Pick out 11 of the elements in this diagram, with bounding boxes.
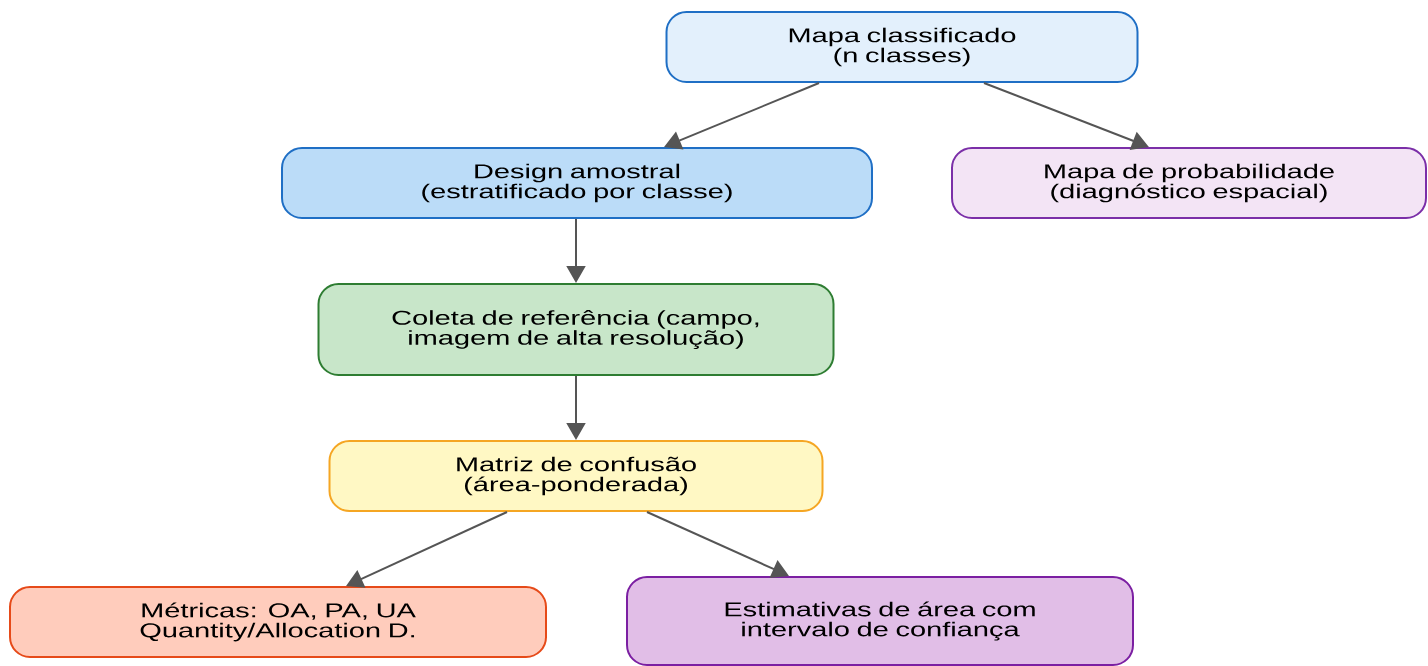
arrow (346, 511, 508, 588)
process-box: Métricas: OA, PA, UA Quantity/Allocation D. (9, 586, 547, 658)
process-box: Coleta de referência (campo, imagem de alta resolução) (317, 283, 835, 376)
process-box: Design amostral (estratificado por classe) (281, 147, 873, 219)
arrow (646, 511, 789, 578)
arrow (664, 82, 820, 150)
arrow (983, 82, 1149, 150)
process-box: Mapa classificado (n classes) (665, 11, 1139, 83)
process-box: Mapa de probabilidade (diagnóstico espacial) (951, 147, 1427, 219)
process-box: Estimativas de área com intervalo de confiança (626, 576, 1134, 666)
process-box: Matriz de confusão (área-ponderada) (328, 440, 824, 512)
